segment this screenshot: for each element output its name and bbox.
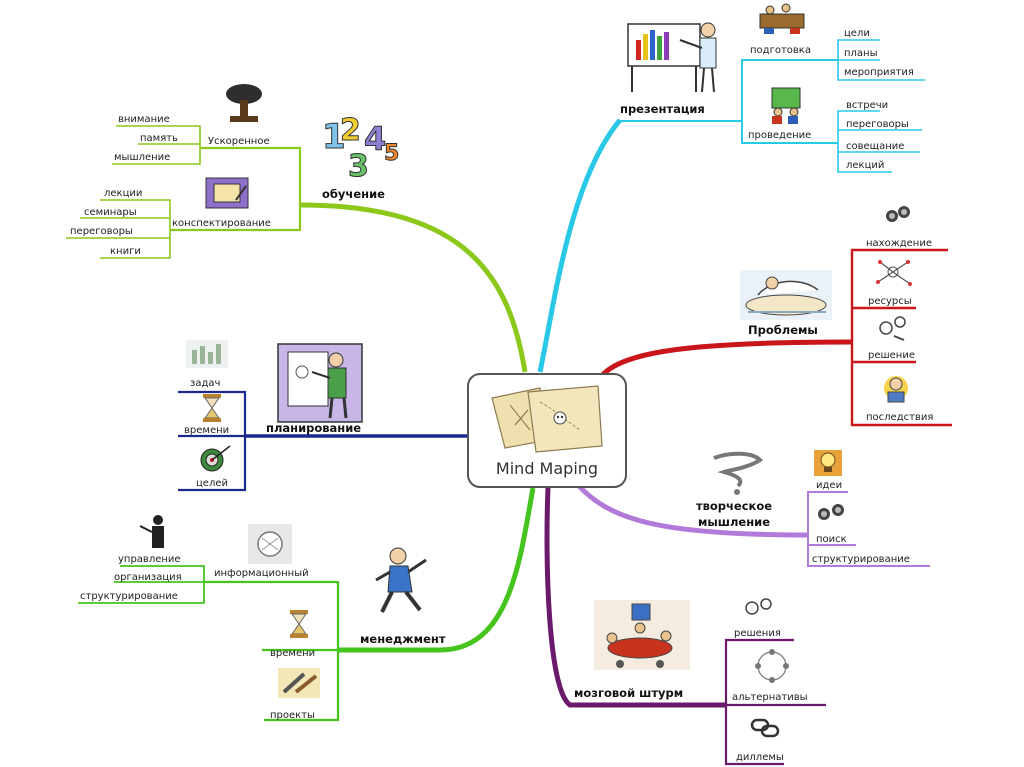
- center-node[interactable]: Mind Maping: [467, 373, 627, 488]
- svg-text:3: 3: [348, 149, 369, 184]
- branch-learning-line: [299, 202, 528, 373]
- presentation-leaf-3: встречи: [846, 100, 888, 111]
- bar-chart-3d-icon: [186, 340, 228, 368]
- problems-leaf-3: последствия: [866, 412, 933, 423]
- chain-link-icon: [750, 718, 780, 738]
- svg-text:1: 1: [322, 117, 346, 157]
- hourglass-icon: [290, 610, 308, 638]
- lightbulb-idea-icon: [814, 450, 842, 476]
- svg-text:4: 4: [364, 120, 386, 158]
- presentation-leaf-5: совещание: [846, 141, 904, 152]
- planning-leaf-0: задач: [190, 378, 220, 389]
- network-icon-2: [755, 649, 789, 683]
- management-leaf-1: организация: [114, 572, 182, 583]
- management-branch: менеджмент информационный управление орг…: [78, 515, 446, 722]
- svg-text:2: 2: [340, 113, 361, 148]
- bonsai-tree-icon: [226, 84, 262, 122]
- branch-problems-line: [597, 339, 853, 380]
- presentation-sub1-label: подготовка: [750, 45, 811, 56]
- writing-note-icon: [205, 177, 249, 209]
- creative-leaf-1: поиск: [816, 534, 847, 545]
- info-globe-icon: [248, 524, 292, 564]
- learning-sub1-label: Ускоренное: [208, 136, 270, 147]
- svg-text:5: 5: [384, 141, 399, 166]
- puzzle-gears-icon: [879, 316, 906, 341]
- worried-person-icon: [884, 376, 908, 403]
- presentation-leaf-2: мероприятия: [844, 67, 914, 78]
- presentation-title: презентация: [620, 102, 705, 116]
- brainstorm-leaf-1: альтернативы: [732, 692, 808, 703]
- management-leaf-2: структурирование: [80, 591, 178, 602]
- presentation-leaf-6: лекций: [846, 160, 884, 171]
- presentation-branch: презентация подготовка цели планы меропр…: [620, 3, 925, 173]
- brainstorm-branch: мозговой штурм решения альтернативы дилл…: [574, 598, 826, 766]
- binoculars-icon: [886, 206, 910, 222]
- management-title: менеджмент: [360, 632, 446, 646]
- problems-leaf-0: нахождение: [866, 238, 932, 249]
- planning-leaf-2: целей: [196, 478, 228, 489]
- problems-branch: Проблемы нахождение ресурсы решение посл…: [740, 206, 952, 427]
- brainstorm-leaf-0: решения: [734, 628, 781, 639]
- learning-sub2-label: конспектирование: [172, 218, 271, 229]
- learning-leaf-6: книги: [110, 246, 141, 257]
- branch-brainstorm-line: [544, 487, 726, 708]
- branch-creative-line: [576, 483, 809, 538]
- meeting-table-icon: [759, 3, 805, 34]
- presentation-leaf-4: переговоры: [846, 119, 909, 130]
- network-icon: [876, 260, 912, 286]
- learning-leaf-4: семинары: [84, 207, 137, 218]
- branch-management-line: [338, 487, 536, 653]
- target-dartboard-icon: [200, 445, 231, 472]
- learning-branch: 1 2 3 4 5 обучение Ускоренное внимание п…: [66, 84, 400, 259]
- binoculars-icon-2: [818, 504, 844, 520]
- creative-title-line1: творческое: [696, 499, 772, 513]
- gears-icon: [745, 598, 772, 615]
- people-group-icon: [771, 87, 801, 124]
- creative-leaf-0: идеи: [816, 480, 842, 491]
- management-sub3-label: проекты: [270, 710, 315, 721]
- problems-leaf-2: решение: [868, 350, 915, 361]
- creative-branch: творческое мышление идеи поиск структури…: [696, 450, 930, 567]
- planning-title: планирование: [266, 421, 361, 435]
- brainstorm-meeting-icon: [594, 600, 690, 670]
- planning-leaf-1: времени: [184, 425, 229, 436]
- presentation-board-icon: [627, 22, 717, 93]
- problems-leaf-1: ресурсы: [868, 296, 912, 307]
- management-sub2-label: времени: [270, 648, 315, 659]
- main-branches: [245, 118, 853, 708]
- creative-leaf-2: структурирование: [812, 554, 910, 565]
- management-sub1-label: информационный: [214, 568, 309, 579]
- creative-title-line2: мышление: [698, 515, 770, 529]
- problems-title: Проблемы: [748, 323, 818, 337]
- planner-person-icon: [277, 343, 363, 423]
- planning-branch: планирование задач времени целей: [178, 340, 363, 492]
- learning-title: обучение: [322, 187, 385, 201]
- management-leaf-0: управление: [118, 554, 181, 565]
- treasure-map-icon: [491, 385, 603, 453]
- numbers-123-icon: 1 2 3 4 5: [322, 113, 400, 185]
- learning-leaf-0: внимание: [118, 114, 170, 125]
- presentation-leaf-1: планы: [844, 48, 878, 59]
- branch-presentation-line: [537, 118, 622, 373]
- presentation-leaf-0: цели: [844, 28, 870, 39]
- learning-leaf-1: память: [140, 133, 178, 144]
- brainstorm-leaf-2: диллемы: [736, 752, 784, 763]
- running-man-icon: [375, 547, 427, 613]
- learning-leaf-3: лекции: [104, 188, 142, 199]
- presentation-sub2-label: проведение: [748, 130, 811, 141]
- sleeping-person-icon: [740, 270, 832, 320]
- learning-leaf-2: мышление: [114, 152, 170, 163]
- brainstorm-title: мозговой штурм: [574, 686, 683, 700]
- center-title: Mind Maping: [496, 459, 598, 478]
- presenter-silhouette-icon: [139, 515, 164, 548]
- hourglass-icon-2: [203, 394, 221, 422]
- learning-leaf-5: переговоры: [70, 226, 133, 237]
- tornado-question-icon: [713, 451, 764, 495]
- tools-icon: [278, 668, 320, 698]
